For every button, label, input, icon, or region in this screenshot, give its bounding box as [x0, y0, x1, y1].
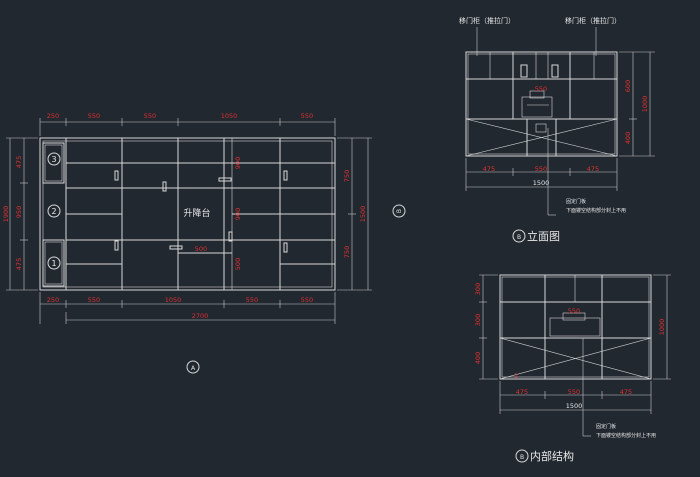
plan-left-dim: 475 — [15, 156, 23, 168]
elevation-bottom-dim: 475 — [587, 165, 599, 173]
elevation-view: 移门柜（推拉门） 移门柜（推拉门） 550 600 400 1000 — [459, 16, 655, 243]
interior-small-mark: 1 — [514, 372, 518, 380]
plan-right-dim: 750 — [343, 170, 351, 182]
elevation-bottom-dim: 475 — [483, 165, 495, 173]
interior-left-dim: 300 — [474, 283, 482, 295]
sliding-cabinet-label-right: 移门柜（推拉门） — [565, 16, 621, 25]
elevation-title-marker: B — [517, 234, 521, 241]
interior-dim-550: 550 — [568, 307, 580, 315]
interior-left-dim: 400 — [474, 352, 482, 364]
lift-platform-label: 升降台 — [183, 207, 210, 219]
plan-inner-dim: 500 — [195, 245, 207, 253]
plan-left-dim: 950 — [15, 206, 23, 218]
interior-note-1: 固定门板 — [596, 423, 616, 430]
interior-bottom-dim: 550 — [568, 388, 580, 396]
marker-2: 2 — [51, 207, 56, 216]
interior-bottom-dim: 475 — [620, 388, 632, 396]
interior-title: 内部结构 — [530, 449, 574, 463]
interior-note-2: 下面镂空结构部分封上不用 — [596, 432, 656, 439]
plan-bottom-dim: 550 — [246, 296, 258, 304]
plan-top-dim: 550 — [88, 112, 100, 120]
interior-title-marker: B — [520, 454, 524, 461]
marker-3: 3 — [51, 155, 56, 164]
plan-bottom-dim: 550 — [88, 296, 100, 304]
plan-left-dim: 475 — [15, 258, 23, 270]
plan-left-total: 1900 — [2, 206, 10, 223]
elevation-title: 立面图 — [527, 229, 560, 243]
elevation-note-1: 固定门板 — [566, 198, 586, 205]
plan-inner-dim: 900 — [234, 157, 242, 169]
plan-right-dim: 750 — [343, 246, 351, 258]
plan-top-dim: 1050 — [221, 112, 238, 120]
interior-right-total: 1000 — [658, 319, 666, 336]
elevation-bottom-dim: 550 — [535, 165, 547, 173]
plan-total-width: 2700 — [192, 312, 209, 320]
section-marker-a: A — [191, 365, 196, 372]
marker-1: 1 — [51, 259, 56, 268]
sliding-cabinet-label-left: 移门柜（推拉门） — [459, 16, 515, 25]
interior-bottom-dim: 475 — [516, 388, 528, 396]
plan-bottom-dim: 1050 — [165, 296, 182, 304]
interior-view: 550 300 300 400 1000 1 475 550 475 1500 — [474, 274, 671, 463]
elevation-right-dim: 400 — [624, 132, 632, 144]
elevation-right-total: 1000 — [641, 96, 649, 113]
plan-bottom-dim: 550 — [301, 296, 313, 304]
elevation-right-dim: 600 — [624, 80, 632, 92]
plan-right-total: 1500 — [359, 206, 367, 223]
plan-top-dim: 250 — [47, 112, 59, 120]
elevation-note-2: 下面镂空结构部分封上不用 — [566, 207, 626, 214]
interior-left-dim: 300 — [474, 314, 482, 326]
elevation-bottom-total: 1500 — [533, 179, 550, 187]
side-marker-b: B — [396, 209, 403, 213]
plan-top-dim: 550 — [301, 112, 313, 120]
plan-bottom-dim: 250 — [47, 296, 59, 304]
plan-inner-dim: 900 — [234, 208, 242, 220]
plan-inner-dim: 500 — [234, 258, 242, 270]
elevation-dim-550: 550 — [535, 85, 547, 93]
plan-top-dim: 550 — [144, 112, 156, 120]
interior-bottom-total: 1500 — [566, 402, 583, 410]
plan-view: 250 550 550 1050 550 250 550 1050 550 55… — [2, 112, 406, 374]
